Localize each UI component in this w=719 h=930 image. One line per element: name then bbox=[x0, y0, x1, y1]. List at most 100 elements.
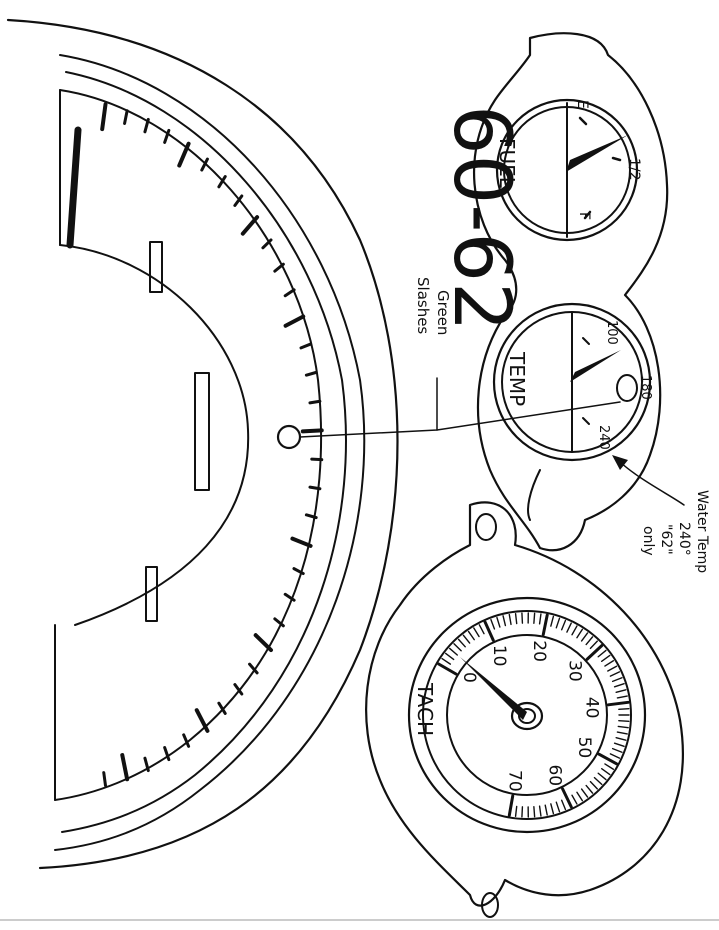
speedometer-tick bbox=[182, 733, 191, 748]
green-slashes-note: Green Slashes bbox=[299, 277, 621, 438]
tach-tick bbox=[585, 644, 604, 661]
temp-tick bbox=[582, 337, 590, 345]
temp-mark-240: 240 bbox=[596, 425, 611, 450]
tach-hub bbox=[510, 701, 544, 731]
fuel-mark-empty: E bbox=[574, 100, 590, 109]
tach-tick bbox=[541, 613, 549, 637]
tach-tick bbox=[616, 731, 628, 735]
tach-tick bbox=[533, 612, 536, 624]
tach-tick bbox=[618, 707, 630, 710]
fuel-tick bbox=[583, 210, 592, 220]
fuel-gauge: FUEL E 1/2 F bbox=[495, 98, 642, 242]
tach-tick bbox=[544, 804, 548, 816]
tach-tick bbox=[490, 618, 496, 630]
tach-tick bbox=[453, 643, 462, 652]
speedometer-tick bbox=[283, 592, 296, 602]
tach-numeral: 50 bbox=[574, 737, 594, 759]
fuel-tick bbox=[611, 156, 622, 162]
speedometer-tick bbox=[273, 617, 285, 628]
tach-tick bbox=[589, 780, 599, 790]
temp-gauge: TEMP 100 180 240 bbox=[492, 302, 653, 462]
tach-numeral: 70 bbox=[505, 770, 525, 792]
fuel-gauge-needle bbox=[566, 135, 628, 172]
temp-gauge-needle bbox=[570, 350, 621, 382]
tach-tick bbox=[600, 654, 611, 662]
tach-tick bbox=[507, 794, 515, 817]
speedometer-tick bbox=[102, 771, 107, 788]
tach-tick bbox=[566, 622, 572, 633]
tach-tick bbox=[514, 805, 518, 818]
speedometer-green-slash-indicator bbox=[276, 424, 302, 450]
temp-mark-100: 100 bbox=[604, 320, 619, 345]
speedometer-tick bbox=[163, 128, 171, 144]
temp-mark-180: 180 bbox=[638, 375, 653, 400]
fuel-mark-half: 1/2 bbox=[626, 158, 642, 181]
tach-tick bbox=[613, 742, 625, 747]
tach-tick bbox=[473, 627, 480, 638]
speedometer-tick bbox=[308, 399, 322, 405]
tach-tick bbox=[538, 613, 542, 625]
green-slashes-note-line2: Slashes bbox=[414, 277, 432, 334]
tach-gauge-face bbox=[422, 610, 632, 820]
tach-tick-marks bbox=[437, 612, 630, 818]
tach-tick bbox=[571, 794, 578, 805]
speedometer-tick bbox=[177, 141, 191, 168]
speedometer-inner-ring bbox=[61, 71, 347, 833]
speedometer-tick bbox=[300, 428, 324, 434]
tach-tick bbox=[457, 638, 466, 648]
tach-tick bbox=[585, 636, 594, 646]
tach-tick bbox=[508, 613, 512, 626]
tach-needle bbox=[460, 657, 527, 720]
tach-mount-hole-top bbox=[475, 513, 497, 541]
speedometer-pointer bbox=[66, 126, 82, 249]
speedometer-tick bbox=[304, 513, 318, 520]
tach-tick bbox=[617, 725, 629, 729]
tach-tick bbox=[611, 747, 623, 753]
speedometer-tick bbox=[233, 683, 244, 696]
speedometer-outer-ring bbox=[54, 54, 366, 851]
water-temp-arrow-line bbox=[619, 461, 685, 506]
speedometer-tick bbox=[290, 536, 313, 548]
water-temp-note-line2: 240° bbox=[676, 522, 692, 556]
speedometer-number-slot-lower bbox=[145, 566, 158, 622]
speedometer-tick bbox=[120, 753, 130, 782]
tach-tick bbox=[550, 803, 555, 815]
tach-tick bbox=[560, 799, 567, 811]
tach-tick bbox=[555, 617, 561, 629]
speedometer-tick bbox=[283, 288, 296, 298]
water-temp-arrow-head bbox=[612, 455, 628, 470]
tach-hub-inner bbox=[518, 708, 536, 724]
temp-tick bbox=[582, 417, 590, 425]
tach-tick bbox=[615, 737, 627, 741]
tach-tick bbox=[441, 657, 452, 665]
tach-tick bbox=[550, 615, 555, 627]
tach-tick bbox=[600, 768, 611, 776]
tach-tick bbox=[609, 753, 621, 759]
speedometer-tick bbox=[163, 746, 171, 762]
fuel-tick bbox=[578, 116, 588, 126]
fuel-mark-full: F bbox=[576, 212, 592, 220]
water-temp-note-line3: "62" bbox=[658, 524, 674, 555]
tach-tick bbox=[444, 652, 455, 661]
tach-pod-housing bbox=[365, 501, 684, 907]
tach-tick bbox=[496, 616, 501, 628]
tach-tick bbox=[533, 806, 536, 818]
tach-gauge-bezel bbox=[407, 596, 647, 834]
speedometer-tick bbox=[123, 109, 129, 125]
speedometer-tick bbox=[143, 117, 150, 134]
tach-tick bbox=[483, 620, 495, 642]
tach-tick bbox=[560, 619, 567, 631]
tach-tick bbox=[604, 763, 615, 770]
tach-tick bbox=[613, 683, 625, 688]
speedometer-tick bbox=[283, 314, 306, 328]
tach-tick bbox=[615, 689, 627, 693]
water-temp-note-line4: only bbox=[640, 526, 656, 556]
tach-tick bbox=[580, 632, 589, 642]
tach-tick bbox=[618, 720, 630, 723]
speedometer-tick-marks bbox=[100, 102, 324, 788]
tach-pod bbox=[365, 501, 684, 918]
tach-numeral: 40 bbox=[581, 697, 601, 719]
tach-scale-inner bbox=[446, 634, 608, 796]
tach-tick bbox=[571, 625, 578, 636]
